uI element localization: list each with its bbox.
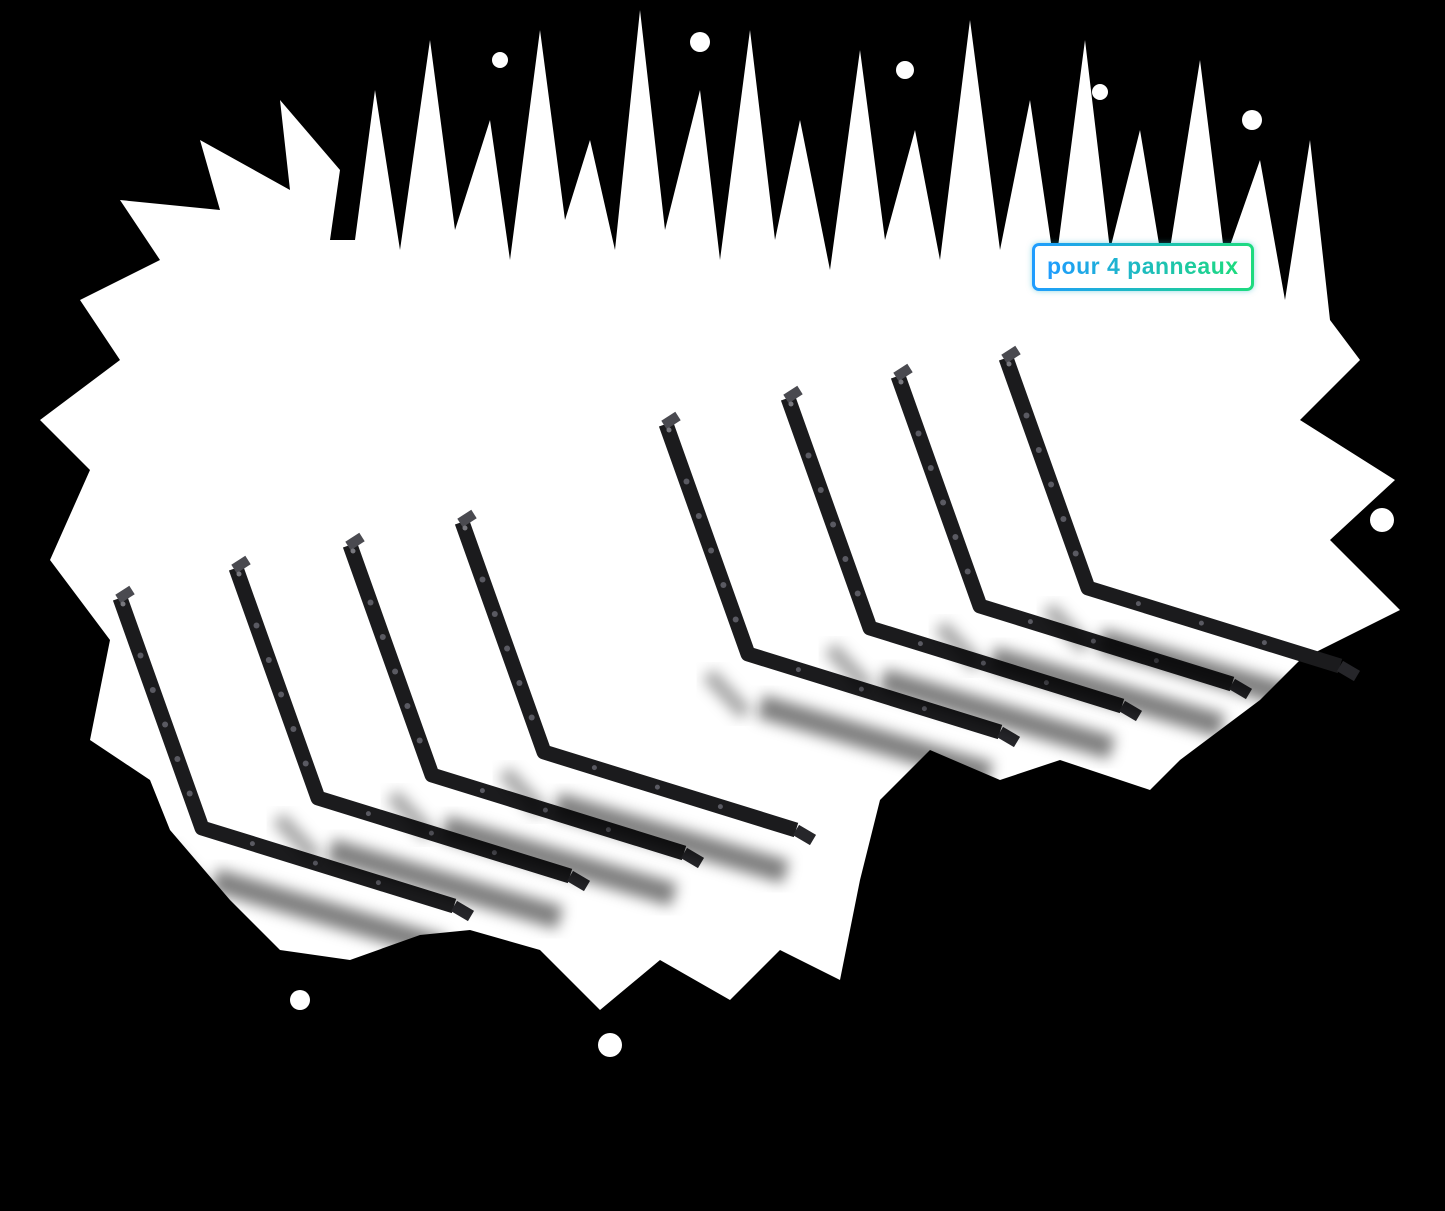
panel-count-badge: pour 4 panneaux: [1032, 243, 1254, 291]
splatter-dots: [90, 32, 1394, 1057]
panel-count-badge-label: pour 4 panneaux: [1047, 253, 1239, 279]
panel-count-badge-inner: pour 4 panneaux: [1035, 246, 1251, 288]
